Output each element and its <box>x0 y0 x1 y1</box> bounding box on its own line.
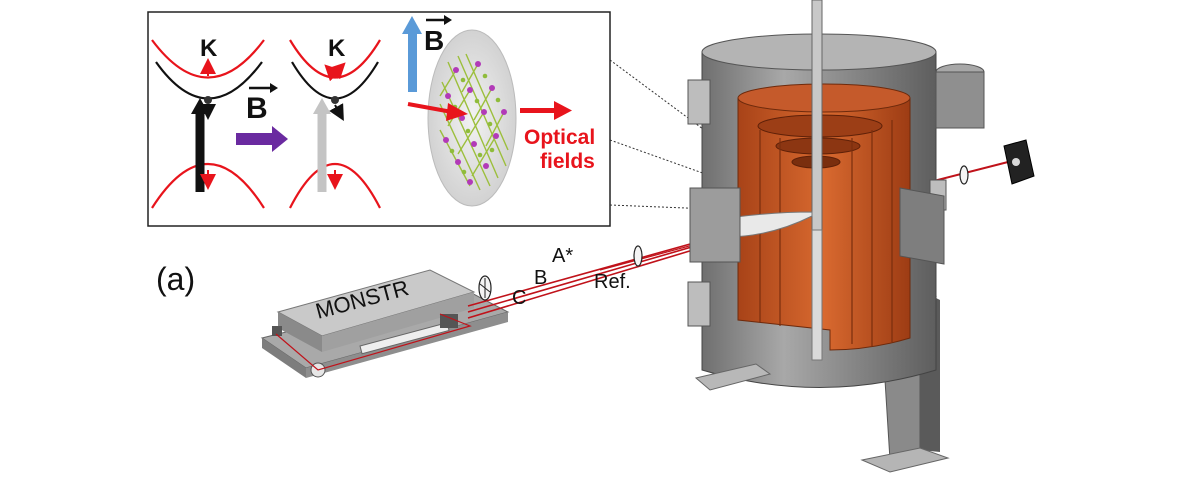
detector <box>1003 139 1035 185</box>
beam-label-a: A* <box>552 245 573 267</box>
cryostat <box>687 0 985 473</box>
magnetic-field-arrow-purple: B <box>236 83 288 152</box>
spin-down-arrow-right <box>329 103 344 121</box>
lattice-atoms-purple <box>443 61 507 185</box>
beam-label-ref: Ref. <box>594 271 631 293</box>
top-right-port <box>935 71 985 129</box>
conduction-band-red <box>151 39 265 79</box>
sample-rod-lower <box>811 229 823 361</box>
valley-label-right: K <box>328 35 346 62</box>
monstr-housing-front <box>322 292 474 352</box>
cryostat-leg-foot <box>860 447 950 473</box>
valence-band-red-right <box>289 163 381 209</box>
exciton-dot-right <box>331 96 339 104</box>
valley-label-left: K <box>200 35 218 62</box>
band-diagram-left: K <box>151 35 265 209</box>
optical-fields-arrow <box>520 101 572 120</box>
beam-label-b: B <box>534 267 547 289</box>
field-vector-head <box>270 83 278 93</box>
band-diagram-right: K <box>289 35 381 209</box>
panel-label: (a) <box>156 261 195 297</box>
field-symbol-top-label: B <box>424 25 444 56</box>
chopper-wheel <box>478 275 492 301</box>
cryostat-right-collar <box>899 187 945 265</box>
blue-arrow-shaft <box>408 32 417 92</box>
field-vector-head-top <box>444 15 452 25</box>
monstr-internal-beam <box>275 313 472 371</box>
optical-fields-label-line2: fields <box>540 150 595 173</box>
spin-tilted-arrow-2 <box>324 64 342 82</box>
copper-top-opening <box>737 83 911 113</box>
transition-arrowhead-gray <box>313 98 331 114</box>
field-symbol-label: B <box>246 92 268 125</box>
monstr-instrument: MONSTR <box>260 269 510 378</box>
reference-lens <box>633 245 643 267</box>
blue-arrow-head <box>402 16 422 34</box>
sample-crystal-disk <box>427 29 517 207</box>
copper-radiation-shield <box>737 97 911 351</box>
monstr-base-front <box>306 312 508 378</box>
inset-frame <box>147 11 611 227</box>
optical-fields-label-line1: Optical <box>524 126 595 149</box>
incident-light-arrow <box>407 102 468 121</box>
magnetic-field-arrow-blue: B <box>402 15 452 92</box>
monstr-base-side <box>262 338 306 378</box>
cryostat-flange-left <box>689 187 741 263</box>
output-lens <box>959 165 969 185</box>
lattice-atoms-green <box>449 73 501 175</box>
valence-band-red <box>151 162 265 209</box>
exciton-dot <box>204 96 212 104</box>
monstr-housing-side <box>278 312 322 352</box>
beam-label-c: C <box>512 287 526 309</box>
cryostat-foot <box>694 363 772 391</box>
purple-arrow-head <box>272 126 288 152</box>
inset-panel: K B K <box>147 11 611 227</box>
purple-arrow-shaft <box>236 133 274 145</box>
